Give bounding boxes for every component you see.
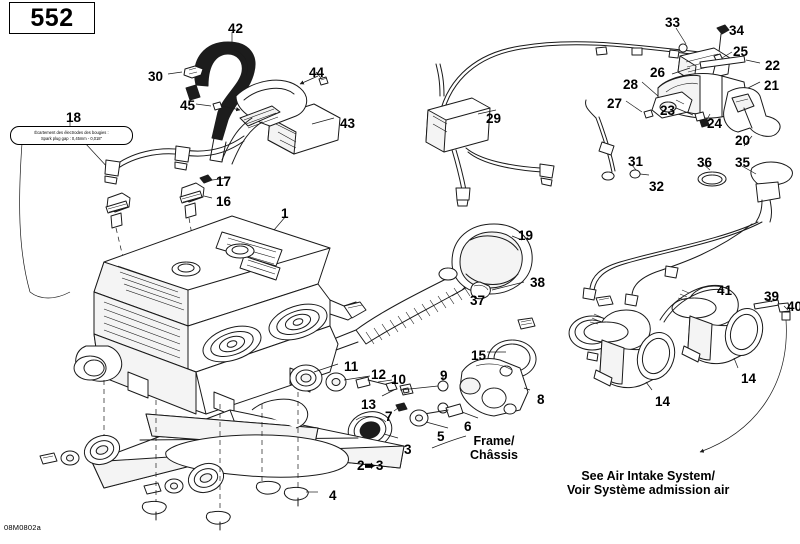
callout-20: 20 [735,133,751,148]
callout-31: 31 [628,154,644,169]
callout-14: 14 [741,371,757,386]
decal-line-2: Spark plug gap : 0,45mm - 0,018" [40,135,103,141]
callout-43: 43 [340,116,356,131]
part-28-plate [641,81,693,119]
callout-24: 24 [707,116,723,131]
part-42-cable [185,32,256,163]
callout-21: 21 [764,78,780,93]
part-38-plug [470,281,525,300]
part-11-rubber-mount [289,363,339,392]
part-17-spark-plug-a [199,174,229,184]
part-7-nut [393,402,408,412]
callout-29: 29 [486,111,502,126]
part-36-grommet [697,162,727,187]
callout-6: 6 [464,419,472,434]
callout-19: 19 [518,228,534,243]
callout-12: 12 [371,367,387,382]
frame-note-line-2: Châssis [470,448,518,462]
part-43-ignition-module [221,79,341,165]
callout-16: 16 [216,194,232,209]
part-16-spark-plug [179,182,213,259]
callout-2➨3: 2➨3 [357,458,384,473]
part-14-carburetor-left [583,309,676,391]
part-27-clip [625,100,654,119]
page-number-box: 552 [9,2,95,34]
callout-38: 38 [530,275,546,290]
part-40-cap [699,302,791,453]
callout-1: 1 [281,206,289,221]
part-30-clip [167,65,204,79]
callout-7: 7 [385,409,393,424]
callout-28: 28 [623,77,639,92]
callout-17: 17 [216,174,232,189]
callout-42: 42 [228,21,244,36]
frame-note-line-1: Frame/ [473,434,515,448]
fuel-lines [582,221,763,307]
part-29-cdi-box [425,63,555,207]
part-1-engine-assembly [73,215,367,417]
callout-11: 11 [344,359,359,374]
drawing-code: 08M0802a [4,523,42,532]
callout-41: 41 [717,283,733,298]
callout-13: 13 [361,397,377,412]
frame-chassis-note: Frame/ Châssis [470,434,518,462]
page-number: 552 [30,3,74,32]
callout-8: 8 [537,392,545,407]
part-5-washer [409,409,449,429]
callout-5: 5 [437,429,445,444]
callout-25: 25 [733,44,749,59]
callout-45: 45 [180,98,196,113]
air-intake-note: See Air Intake System/ Voir Système admi… [567,469,729,497]
bottom-fasteners [39,380,318,531]
part-44-screw [299,71,329,86]
callout-3: 3 [404,442,412,457]
callout-44: 44 [309,65,325,80]
callout-4: 4 [329,488,337,503]
callout-18: 18 [66,110,82,125]
ignition-leads [104,135,245,185]
callout-34: 34 [729,23,745,38]
part-19-air-silencer [438,223,533,295]
part-22-rod [699,55,761,69]
part-16-spark-plug-b [105,192,131,271]
callout-32: 32 [649,179,665,194]
air-intake-note-line-2: Voir Système admission air [567,483,730,497]
callout-27: 27 [607,96,623,111]
callout-35: 35 [735,155,751,170]
callout-40: 40 [787,299,800,314]
frame-rails [83,398,405,494]
part-14-carburetor-right [659,284,764,369]
callout-15: 15 [471,348,487,363]
callout-22: 22 [765,58,781,73]
callout-37: 37 [470,293,486,308]
part-24-fastener [699,113,711,128]
air-intake-note-line-1: See Air Intake System/ [581,469,715,483]
callout-26: 26 [650,65,666,80]
part-45-screw [195,101,241,112]
callout-30: 30 [148,69,164,84]
callout-23: 23 [660,103,676,118]
callout-10: 10 [391,372,407,387]
part-35-fuel-valve [741,161,793,223]
callout-33: 33 [665,15,681,30]
callout-39: 39 [764,289,780,304]
part-23-fastener [675,107,706,122]
frame-note-leader [431,435,467,449]
part-31-32-ground [585,99,650,181]
decal-line-1: Écartement des électrodes des bougies : [34,130,109,136]
part-20-support-bracket [723,87,781,147]
part-8-engine-support [459,358,531,417]
spark-plug-gap-decal: Écartement des électrodes des bougies : … [10,126,133,145]
callout-36: 36 [697,155,713,170]
part-6-sleeve [423,403,479,419]
callout-14: 14 [655,394,671,409]
callout-9: 9 [440,368,448,383]
engine-rotary-covers [202,303,328,363]
part-34-bolt [716,24,730,53]
part-12-washer [325,372,371,392]
part-33-throttle-cable [437,27,702,125]
leader-lines [19,120,111,299]
